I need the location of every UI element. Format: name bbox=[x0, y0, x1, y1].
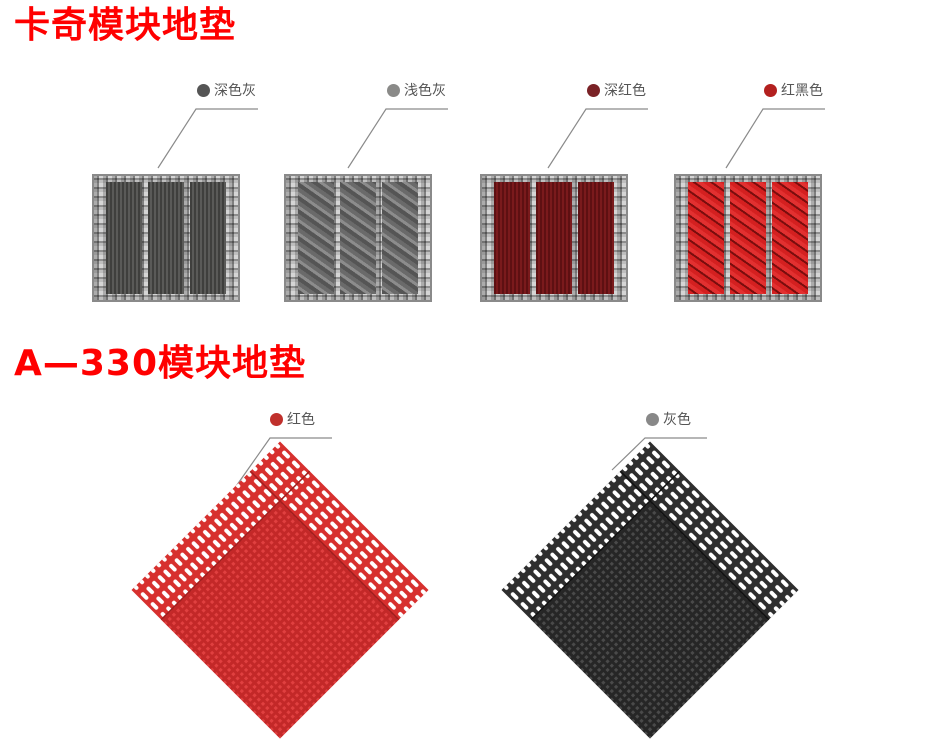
section-title-a330: A—330模块地垫 bbox=[14, 343, 307, 384]
color-label-text: 灰色 bbox=[663, 412, 691, 428]
tile-image-red bbox=[131, 441, 429, 739]
color-label-text: 深红色 bbox=[604, 83, 646, 99]
color-label-text: 红黑色 bbox=[781, 83, 823, 99]
color-label-dark-gray: 深色灰 bbox=[197, 80, 256, 100]
color-label-gray: 灰色 bbox=[646, 409, 691, 429]
color-swatch-dot-icon bbox=[587, 83, 600, 97]
color-label-red: 红色 bbox=[270, 409, 315, 429]
tile-image-gray bbox=[501, 441, 799, 739]
color-label-text: 红色 bbox=[287, 412, 315, 428]
section-title-kaqi: 卡奇模块地垫 bbox=[14, 5, 237, 46]
color-swatch-dot-icon bbox=[646, 412, 659, 426]
color-label-light-gray: 浅色灰 bbox=[387, 80, 446, 100]
color-swatch-dot-icon bbox=[270, 412, 283, 426]
mat-image-red-black bbox=[668, 168, 828, 308]
color-swatch-dot-icon bbox=[197, 83, 210, 97]
color-swatch-dot-icon bbox=[387, 83, 400, 97]
mat-image-light-gray bbox=[278, 168, 438, 308]
color-swatch-dot-icon bbox=[764, 83, 777, 97]
color-label-text: 深色灰 bbox=[214, 83, 256, 99]
color-label-text: 浅色灰 bbox=[404, 83, 446, 99]
mat-image-dark-gray bbox=[86, 168, 246, 308]
color-label-red-black: 红黑色 bbox=[764, 80, 823, 100]
mat-image-dark-red bbox=[474, 168, 634, 308]
color-label-dark-red: 深红色 bbox=[587, 80, 646, 100]
